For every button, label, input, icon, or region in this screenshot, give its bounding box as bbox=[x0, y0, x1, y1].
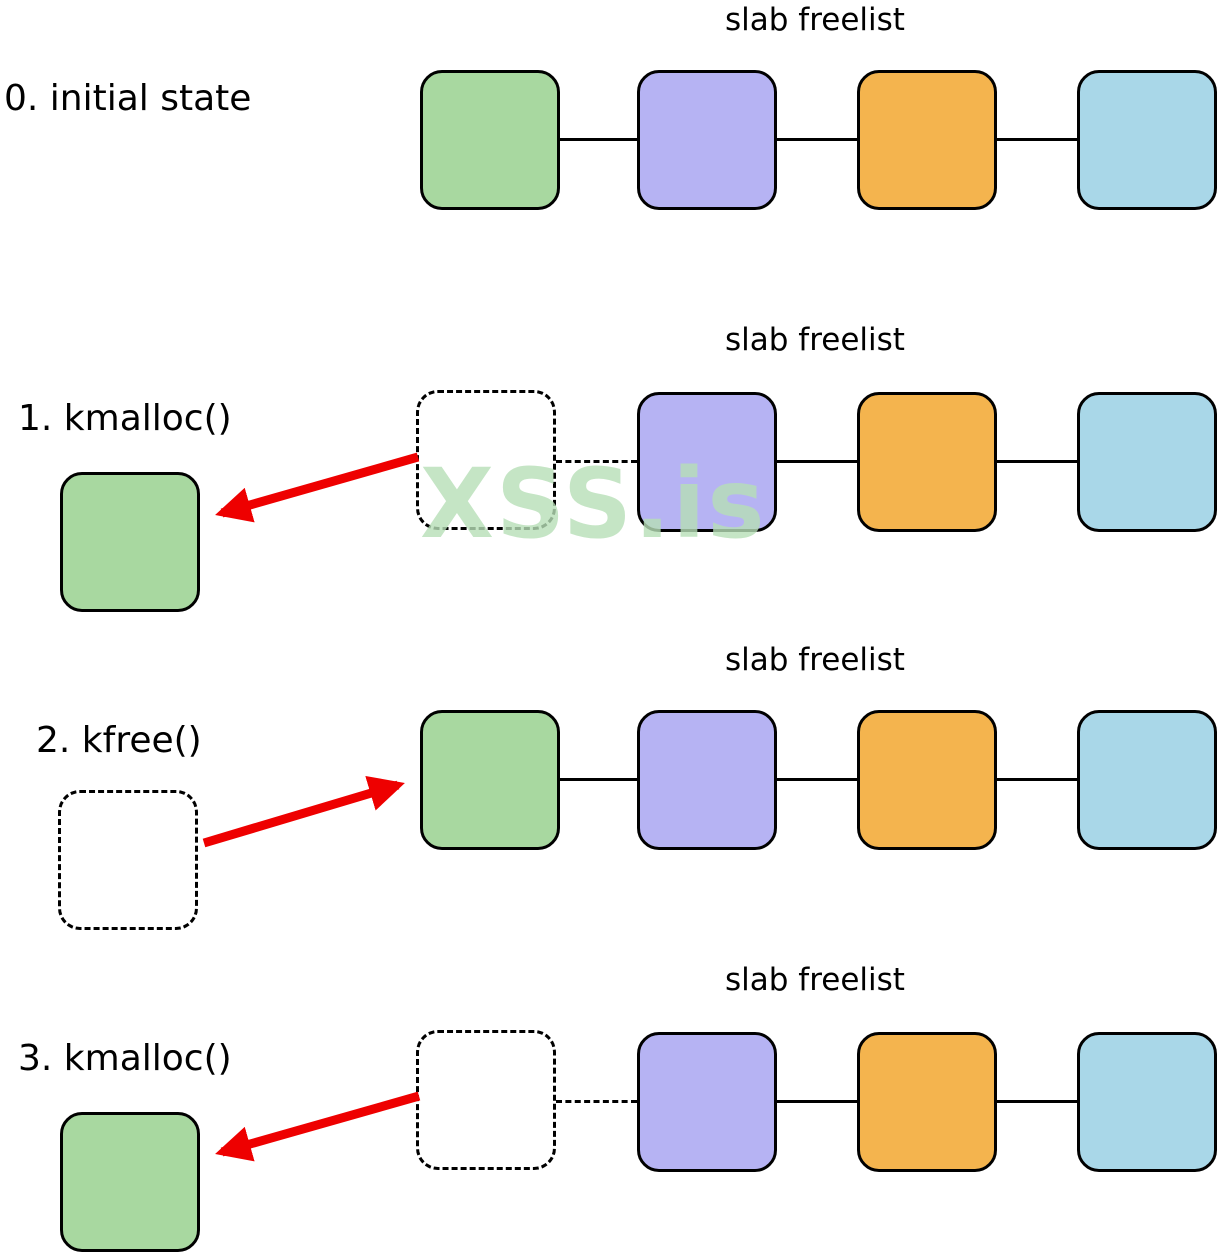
connector-row3-3 bbox=[997, 1100, 1077, 1103]
connector-dashed-row1 bbox=[556, 460, 637, 463]
connector-row0-2 bbox=[777, 138, 857, 141]
connector-row3-2 bbox=[777, 1100, 857, 1103]
freelist-title-1: slab freelist bbox=[725, 322, 905, 358]
freelist-title-3: slab freelist bbox=[725, 962, 905, 998]
connector-row1-3 bbox=[997, 460, 1077, 463]
empty-slot-row3 bbox=[416, 1030, 556, 1170]
freelist-title-0: slab freelist bbox=[725, 2, 905, 38]
row-label-1: 1. kmalloc() bbox=[18, 398, 232, 439]
slot-blue-row0 bbox=[1077, 70, 1217, 210]
slot-blue-row3 bbox=[1077, 1032, 1217, 1172]
row-label-3: 3. kmalloc() bbox=[18, 1038, 232, 1079]
connector-row0-3 bbox=[997, 138, 1077, 141]
slot-orange-row2 bbox=[857, 710, 997, 850]
slot-orange-row1 bbox=[857, 392, 997, 532]
connector-row1-2 bbox=[777, 460, 857, 463]
connector-row0-1 bbox=[560, 138, 637, 141]
freed-slot-row2 bbox=[58, 790, 198, 930]
slot-purple-row3 bbox=[637, 1032, 777, 1172]
connector-row2-1 bbox=[560, 778, 637, 781]
row-label-2: 2. kfree() bbox=[36, 720, 202, 761]
kfree-arrow-row2 bbox=[202, 776, 405, 848]
connector-row2-3 bbox=[997, 778, 1077, 781]
connector-row2-2 bbox=[777, 778, 857, 781]
row-label-0: 0. initial state bbox=[4, 78, 252, 119]
slot-orange-row3 bbox=[857, 1032, 997, 1172]
watermark: XSS.is bbox=[420, 448, 767, 560]
connector-dashed-row3 bbox=[556, 1100, 637, 1103]
kmalloc-arrow-row3 bbox=[215, 1091, 421, 1162]
slot-green-row2 bbox=[420, 710, 560, 850]
slot-blue-row2 bbox=[1077, 710, 1217, 850]
allocated-object-row1 bbox=[60, 472, 200, 612]
slot-purple-row1 bbox=[637, 392, 777, 532]
slot-purple-row2 bbox=[637, 710, 777, 850]
freelist-title-2: slab freelist bbox=[725, 642, 905, 678]
allocated-object-row3 bbox=[60, 1112, 200, 1252]
slot-blue-row1 bbox=[1077, 392, 1217, 532]
slot-orange-row0 bbox=[857, 70, 997, 210]
kmalloc-arrow-row1 bbox=[215, 452, 420, 523]
slot-purple-row0 bbox=[637, 70, 777, 210]
slot-green-row0 bbox=[420, 70, 560, 210]
